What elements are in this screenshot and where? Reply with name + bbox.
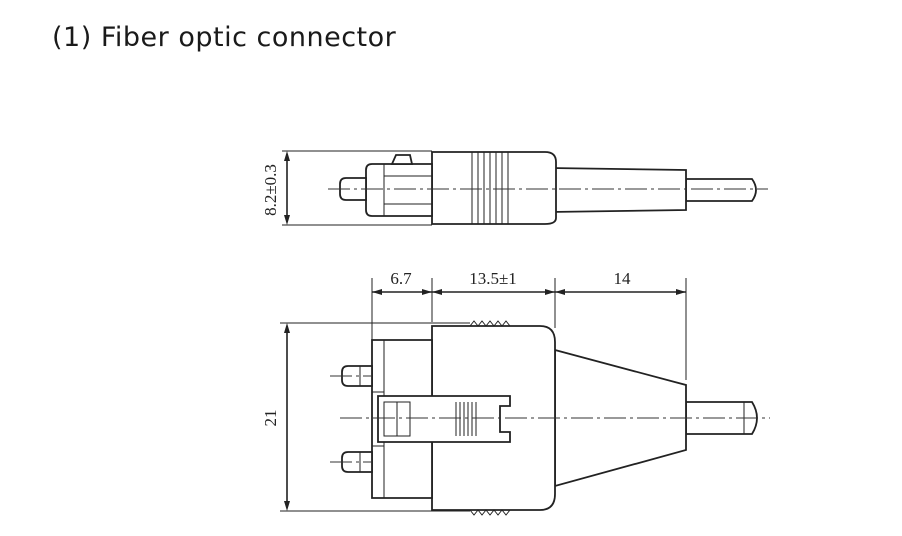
body-length-label: 13.5±1	[469, 269, 517, 288]
side-latch	[390, 154, 414, 165]
side-boot	[549, 167, 687, 213]
top-latch-slot	[377, 395, 511, 443]
page-title: (1) Fiber optic connector	[52, 22, 397, 53]
side-body	[431, 151, 557, 225]
side-height-label: 8.2±0.3	[261, 164, 280, 216]
front-length-label: 6.7	[390, 269, 412, 288]
boot-length-label: 14	[614, 269, 632, 288]
side-cable	[685, 178, 757, 202]
side-front-housing	[365, 163, 433, 217]
side-view: 8.2±0.3	[261, 150, 768, 226]
top-view: 6.7 13.5±1 14 21	[261, 269, 770, 516]
overall-height-label: 21	[261, 410, 280, 427]
side-ferrule	[339, 177, 367, 201]
